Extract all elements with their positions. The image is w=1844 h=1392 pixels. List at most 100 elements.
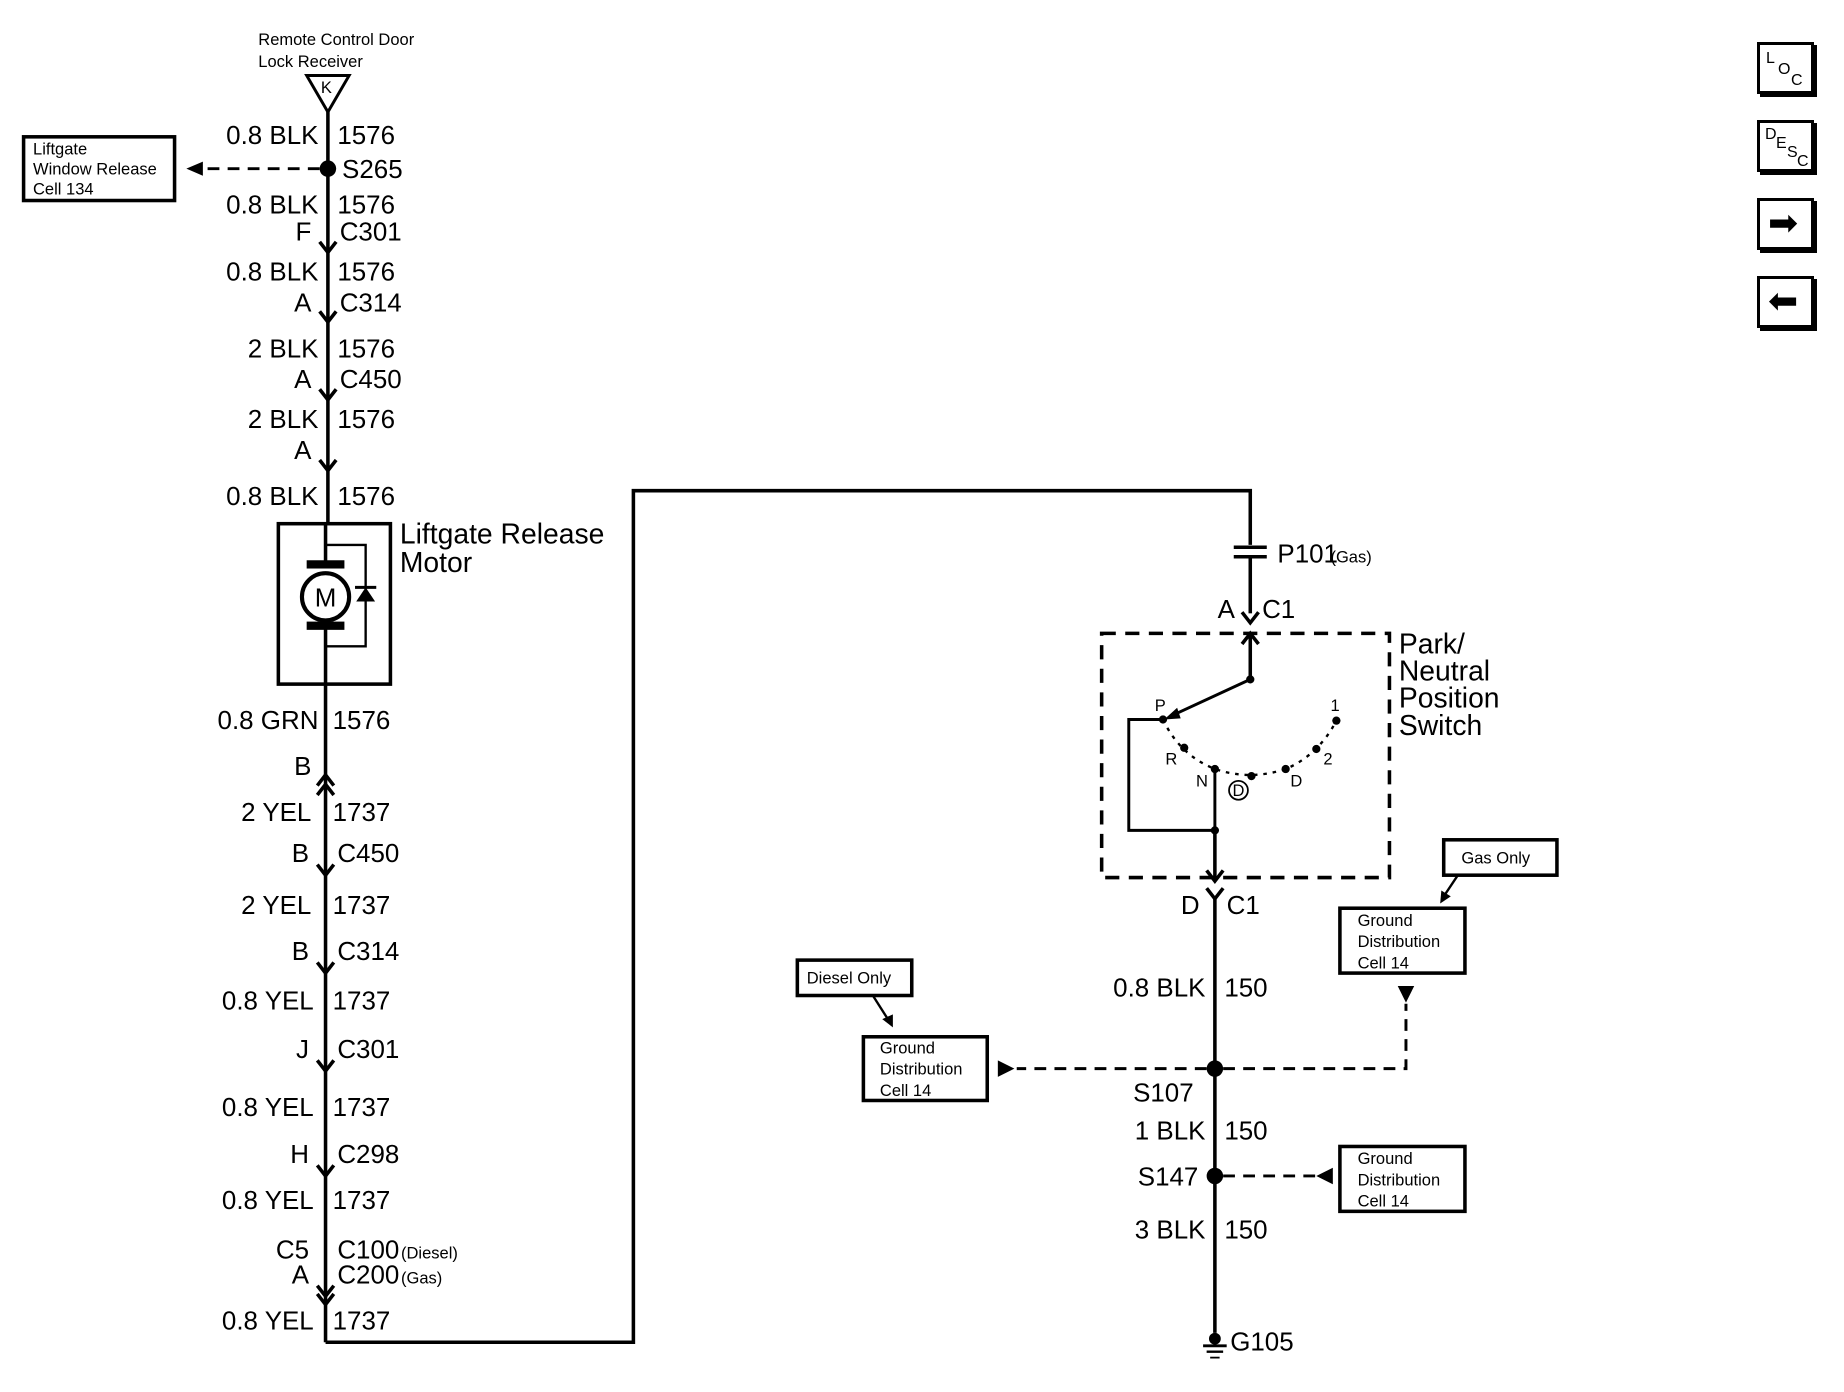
switch-label-line1: Park/: [1399, 627, 1465, 659]
liftgate-window-release-box[interactable]: [21, 135, 177, 203]
splice-s107: S107: [1133, 1080, 1194, 1108]
motor-pin-b-symbol: [315, 772, 336, 787]
diesel-only-note: Diesel Only: [795, 958, 914, 1028]
ground-distribution-left[interactable]: Ground Distribution Cell 14: [861, 1035, 990, 1103]
loc-letter-c: C: [1791, 72, 1803, 89]
wire-9-circuit: 1737: [333, 892, 391, 920]
pos-n-label: N: [1196, 773, 1208, 791]
wire-6-circuit: 1576: [337, 483, 395, 511]
c200-pin: A: [292, 1261, 310, 1289]
c301-top-pin: F: [296, 219, 312, 247]
diesel-only-pointer: [871, 994, 891, 1023]
c100-note: (Diesel): [401, 1245, 458, 1263]
motor-label-line1: Liftgate Release: [400, 518, 605, 550]
gd-left-line1: Ground: [880, 1039, 935, 1057]
motor-pin-b-symbol2: [315, 781, 336, 797]
c1-top-connector: C1: [1262, 596, 1295, 624]
wire-c-circuit: 150: [1224, 1216, 1267, 1244]
s265-arrow: [186, 161, 203, 176]
gd-left-line2: Distribution: [880, 1061, 963, 1079]
pos-r-label: R: [1165, 750, 1177, 768]
c298-connector: C298: [337, 1141, 399, 1169]
motor-brush-top: [306, 560, 345, 569]
c301-top-connector: C301: [340, 219, 402, 247]
description-button[interactable]: D E S C: [1757, 120, 1814, 172]
c314-top-connector: C314: [340, 289, 402, 317]
park-neutral-switch-box[interactable]: [1099, 631, 1392, 880]
arrow-right-icon: ➡: [1768, 202, 1799, 243]
c298-pin: H: [290, 1141, 309, 1169]
wire-2-circuit: 1576: [337, 191, 395, 219]
c301-top-symbol: [318, 240, 338, 256]
liftgate-window-box-line1: Liftgate: [33, 141, 87, 159]
pos-d-dot: [1281, 764, 1290, 774]
pos-drive-dot: [1247, 771, 1256, 781]
wire-7-circuit: 1576: [333, 707, 391, 735]
desc-letter-c: C: [1797, 153, 1809, 170]
location-button[interactable]: L O C: [1757, 42, 1814, 94]
c1-bot-symbol: [1205, 869, 1225, 884]
c314-top-pin: A: [294, 289, 312, 317]
pos-p-label: P: [1155, 697, 1166, 715]
wire-10-size: 0.8 YEL: [222, 988, 314, 1016]
s107-up-arrow: [1397, 986, 1415, 1003]
wire-11-circuit: 1737: [333, 1094, 391, 1122]
ground-icon: [1203, 1332, 1227, 1359]
switch-label-line2: Neutral: [1399, 655, 1490, 687]
s107-left-arrow: [997, 1060, 1015, 1077]
switch-arm-arrow: [1164, 707, 1181, 720]
pos-drive-label: D: [1233, 782, 1245, 800]
ground-distribution-lower-right[interactable]: Ground Distribution Cell 14: [1338, 1144, 1467, 1214]
gd-upper-right-line2: Distribution: [1358, 933, 1441, 951]
wire-12-size: 0.8 YEL: [222, 1187, 314, 1215]
wire-8-circuit: 1737: [333, 799, 391, 827]
desc-letter-e: E: [1776, 135, 1787, 152]
wire-1-size: 0.8 BLK: [226, 122, 319, 150]
gd-lower-right-line3: Cell 14: [1358, 1193, 1409, 1211]
wire-a-size: 0.8 BLK: [1113, 975, 1206, 1003]
wire-10-circuit: 1737: [333, 988, 391, 1016]
c1-top-pin: A: [1218, 596, 1236, 624]
c301-bot-symbol: [315, 1059, 336, 1074]
wire-7-size: 0.8 GRN: [218, 707, 319, 735]
wire-13-size: 0.8 YEL: [222, 1307, 314, 1335]
wire-b-size: 1 BLK: [1135, 1117, 1206, 1145]
pos-1-label: 1: [1330, 697, 1339, 715]
motor-circle: [299, 571, 352, 623]
previous-button[interactable]: ⬅: [1757, 276, 1814, 328]
diesel-only-box: [795, 958, 914, 998]
next-button[interactable]: ➡: [1757, 198, 1814, 250]
pos-p-dot: [1158, 715, 1168, 724]
switch-p-return: [1127, 718, 1215, 832]
gas-only-pointer: [1442, 874, 1459, 898]
liftgate-release-motor[interactable]: M: [276, 521, 393, 686]
c450-top-connector: C450: [340, 366, 402, 394]
receiver-label-line1: Remote Control Door: [258, 31, 414, 49]
s107-dashed-right: [1223, 1003, 1408, 1071]
c100-c200-symbol2: [315, 1292, 336, 1308]
c450-top-symbol: [318, 388, 338, 403]
left-circuit: Remote Control Door Lock Receiver K 0.8 …: [21, 31, 605, 1343]
p101-note: (Gas): [1330, 549, 1371, 567]
arrow-left-icon: ⬅: [1768, 280, 1799, 321]
receiver-pin: K: [321, 79, 332, 97]
desc-letter-s: S: [1787, 144, 1798, 161]
gas-only-note: Gas Only: [1440, 838, 1559, 904]
p101-label: P101: [1277, 541, 1338, 569]
gd-upper-right-line1: Ground: [1358, 912, 1413, 930]
switch-position-arc: [1161, 718, 1338, 777]
c450-top-pin: A: [294, 366, 312, 394]
wire-6-size: 0.8 BLK: [226, 483, 319, 511]
c450-bot-symbol: [315, 863, 336, 879]
c298-symbol: [315, 1164, 336, 1179]
wire-13-circuit: 1737: [333, 1307, 391, 1335]
loc-letter-o: O: [1778, 61, 1791, 78]
c314-top-symbol: [318, 310, 338, 325]
c301-bot-pin: J: [296, 1036, 309, 1064]
ground-distribution-upper-right[interactable]: Ground Distribution Cell 14: [1338, 906, 1467, 975]
pos-1-dot: [1332, 716, 1341, 725]
wire-4-circuit: 1576: [337, 335, 395, 363]
pos-d-label: D: [1290, 773, 1302, 791]
c100-connector: C100: [337, 1237, 399, 1265]
switch-label-line4: Switch: [1399, 709, 1482, 741]
